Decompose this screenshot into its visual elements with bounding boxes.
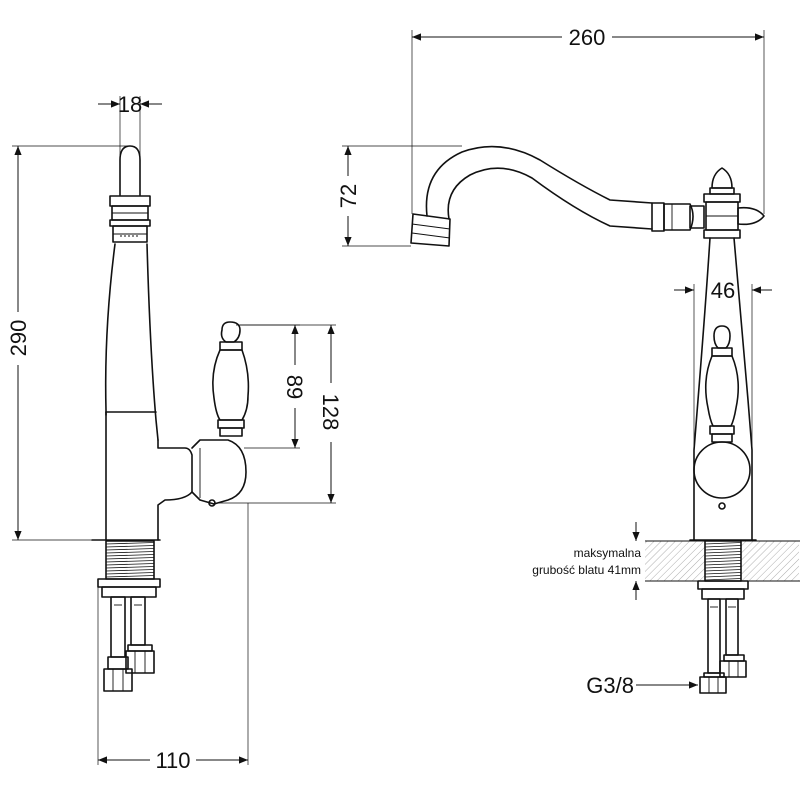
thread-line [704,551,742,554]
thread-line [704,563,742,566]
dim-label-spout-width: 18 [118,92,142,117]
front-supply-hoses [699,598,747,694]
thread-line [105,545,155,548]
dim-label-total-height: 290 [6,320,31,357]
dim-body-width: 46 [674,278,772,450]
thread-line [105,563,155,566]
thread-line [704,560,742,563]
dim-label-connection: G3/8 [586,673,634,698]
thread-line [704,572,742,575]
side-handle [191,321,250,507]
thread-line [704,569,742,572]
dim-total-height: 290 [6,145,130,541]
thread-line [704,575,742,578]
dim-label-handle-short: 89 [282,375,307,399]
side-body [91,243,193,541]
thread-line [704,542,742,545]
dim-label-spout-height: 72 [336,184,361,208]
dim-handle-long: 128 [214,324,343,504]
dim-label-base-depth: 110 [155,748,190,773]
side-view: 18 290 89 128 [6,92,343,773]
side-spout-tip [109,145,151,243]
thread-line [105,575,155,578]
dim-spout-height: 72 [336,145,462,247]
side-supply-hoses [103,596,155,692]
thread-line [105,554,155,557]
thread-line [704,578,742,581]
dim-base-depth: 110 [97,503,249,773]
thread-line [704,557,742,560]
thread-line [105,566,155,569]
thread-line [704,566,742,569]
dim-connection: G3/8 [586,673,698,698]
dim-label-body-width: 46 [711,278,735,303]
thread-line [105,542,155,545]
dim-spout-width: 18 [98,92,162,160]
dim-countertop-thickness: maksymalna grubość blatu 41mm [532,522,641,600]
front-spout [410,145,705,247]
dim-handle-short: 89 [236,324,307,449]
countertop-section [645,540,800,600]
front-view: maksymalna grubość blatu 41mm 260 [336,25,800,698]
dim-label-handle-long: 128 [318,394,343,431]
countertop-note-line1: maksymalna [574,546,642,560]
front-body [689,237,757,541]
thread-line [105,557,155,560]
thread-line [105,560,155,563]
front-handle [693,325,751,510]
thread-line [105,551,155,554]
front-head [703,167,765,239]
thread-line [704,548,742,551]
countertop-note-line2: grubość blatu 41mm [532,563,641,577]
thread-line [105,572,155,575]
side-threaded-shank [97,540,161,598]
thread-line [704,554,742,557]
thread-line [105,548,155,551]
dim-label-spout-reach: 260 [569,25,606,50]
thread-line [704,545,742,548]
dim-spout-reach: 260 [411,25,765,214]
thread-line [105,569,155,572]
